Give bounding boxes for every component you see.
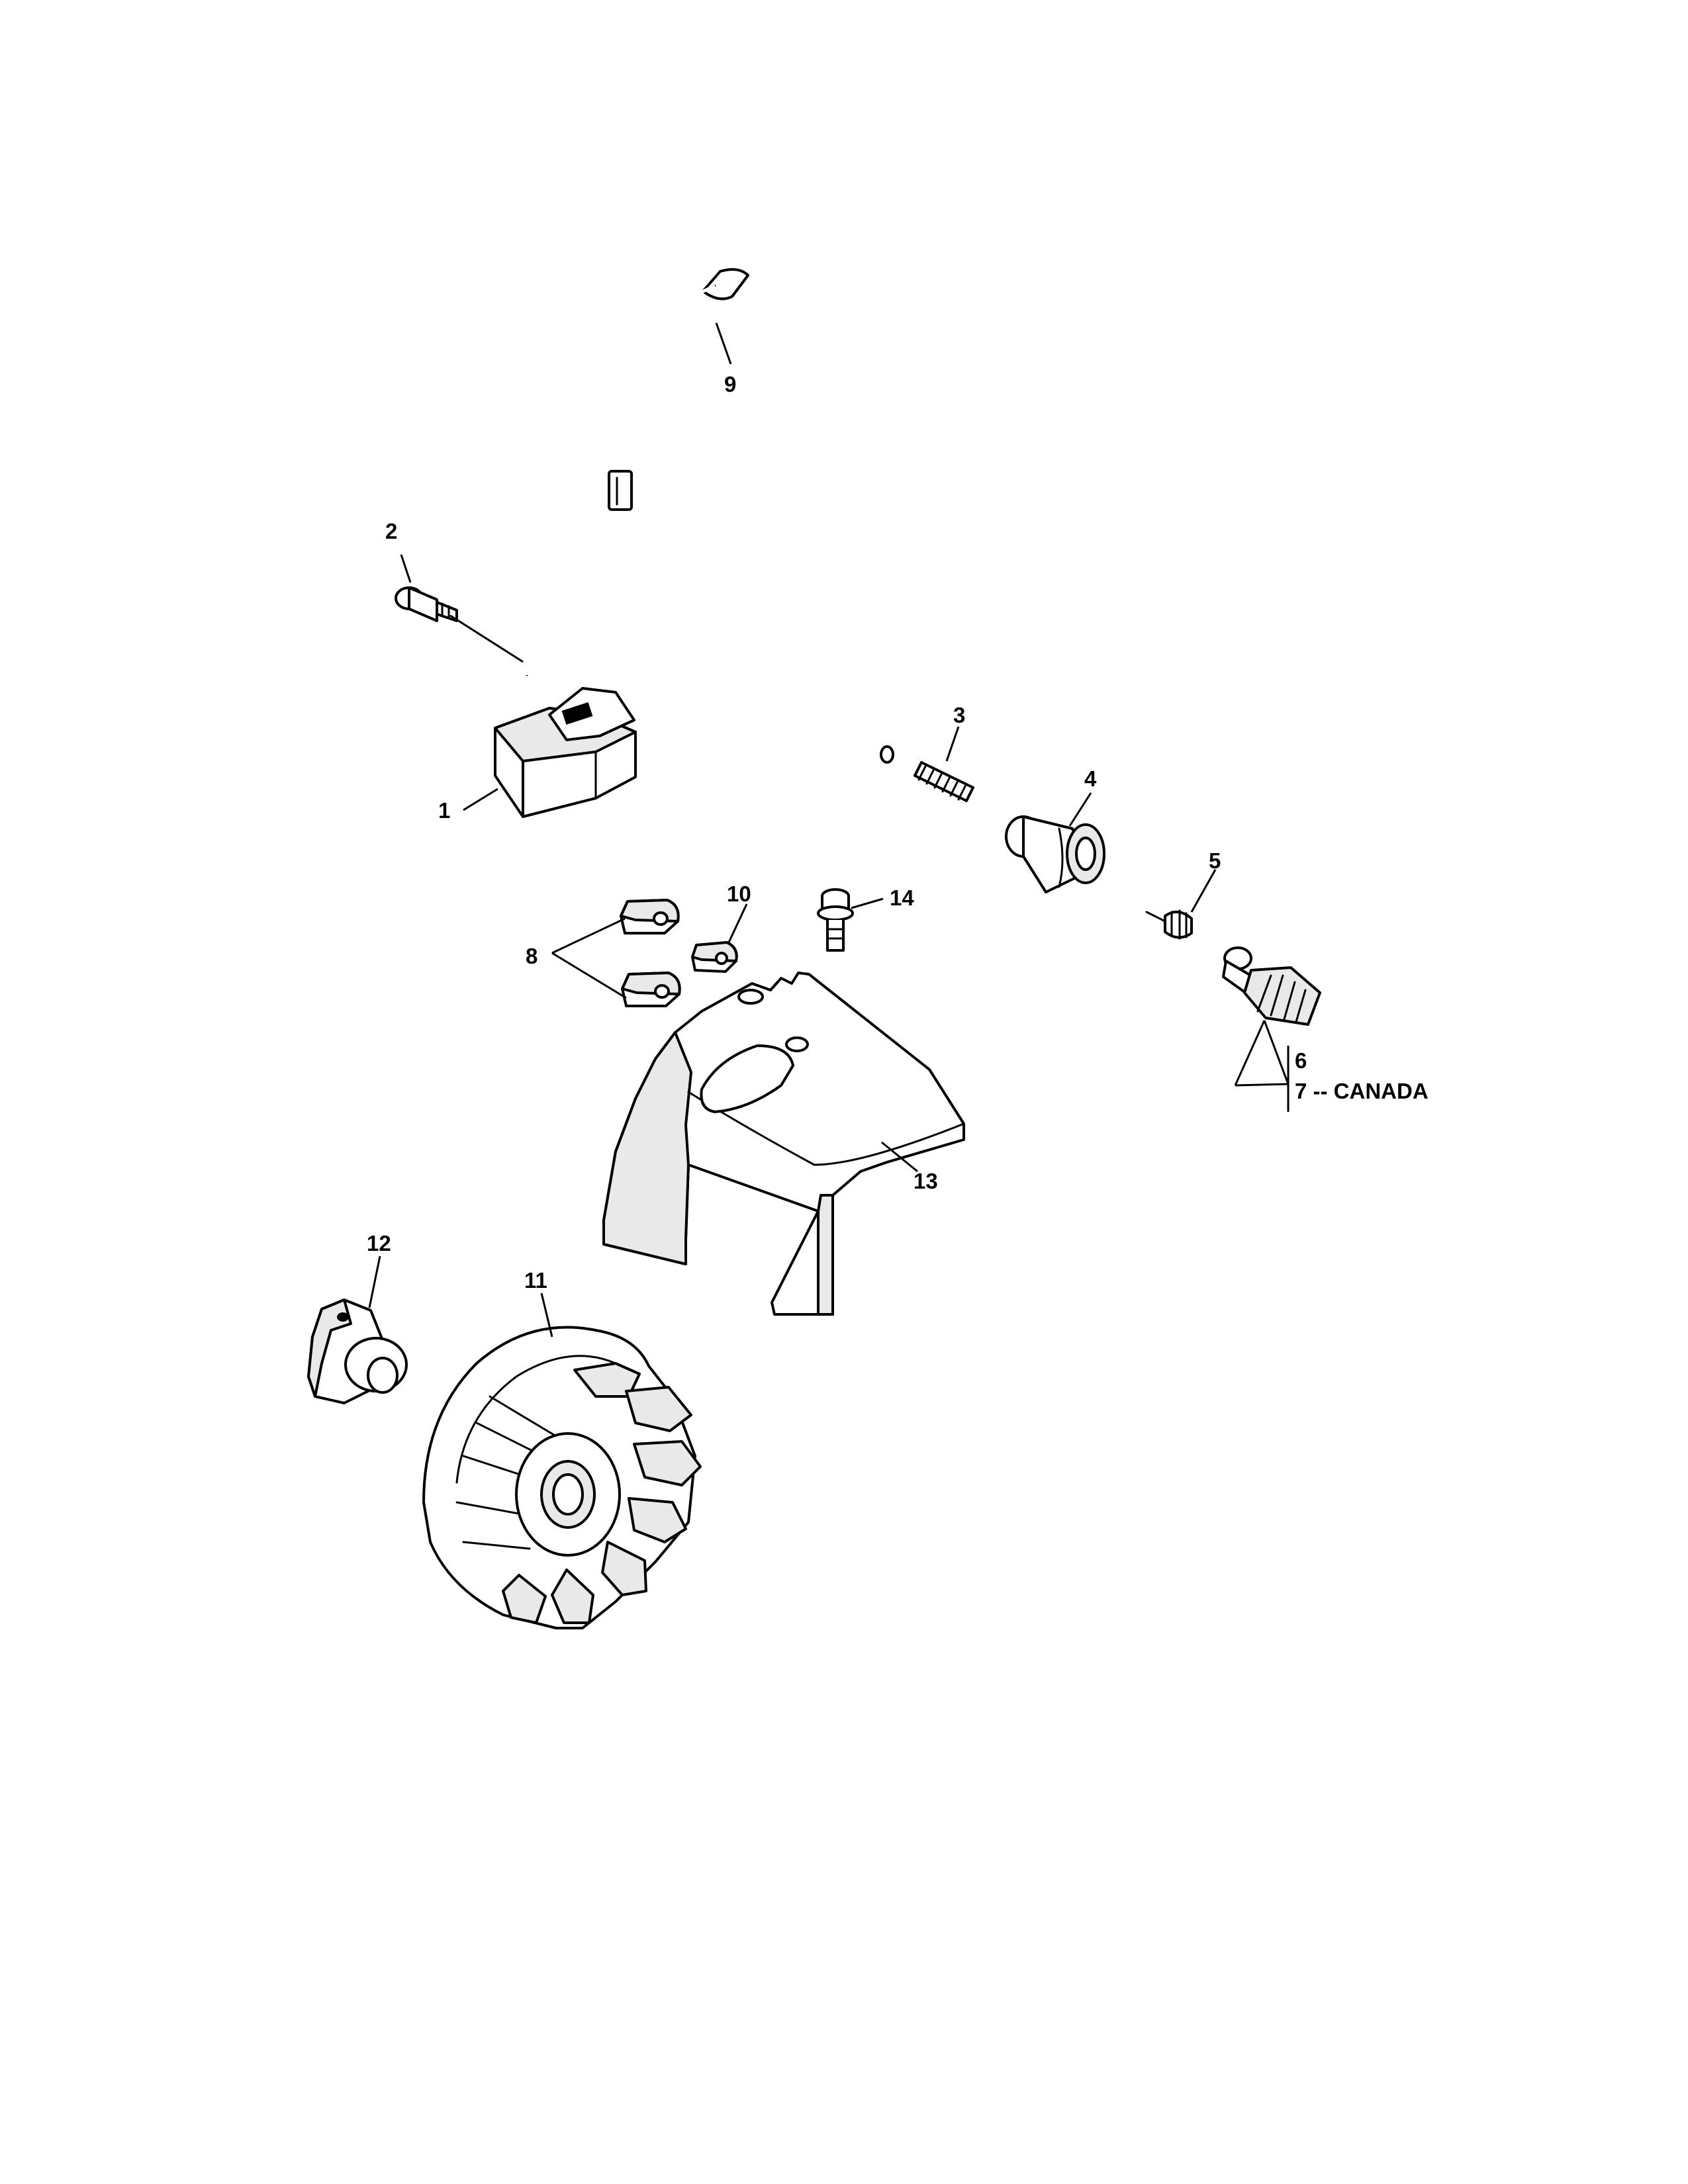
callout-13: 13 [914,1169,938,1193]
callout-labels: 9 2 1 3 4 5 10 14 8 6 7 -- CANADA 13 12 … [367,372,1429,1293]
callout-7: 7 -- CANADA [1295,1079,1429,1103]
part-2-screw [395,586,458,622]
callout-6: 6 [1295,1048,1307,1073]
part-1-ignition-coil [494,557,894,818]
leader-lines [368,322,1289,1338]
part-3-spring [914,761,974,802]
callout-5: 5 [1209,848,1221,873]
part-8-grommet-lower [621,972,681,1007]
callout-11: 11 [524,1268,547,1293]
callout-2: 2 [385,519,397,543]
part-6-spark-plug [1222,946,1321,1026]
callout-4: 4 [1084,766,1097,791]
part-13-coil-cover [602,972,965,1316]
callout-10: 10 [727,882,751,906]
part-14-screw [817,888,854,952]
part-12-hub [307,1298,408,1404]
part-4-plug-boot [1005,815,1105,893]
callout-1: 1 [438,798,450,823]
part-5-terminal-spring [1145,909,1193,940]
callout-9: 9 [724,372,736,396]
part-8-grommet-upper [620,899,680,934]
part-11-flywheel [422,1326,702,1629]
callout-12: 12 [367,1231,391,1255]
callout-8: 8 [526,944,538,968]
part-9-ignition-lead [608,268,749,511]
part-10-grommet [691,941,738,973]
callout-3: 3 [953,703,965,727]
callout-14: 14 [890,886,914,910]
